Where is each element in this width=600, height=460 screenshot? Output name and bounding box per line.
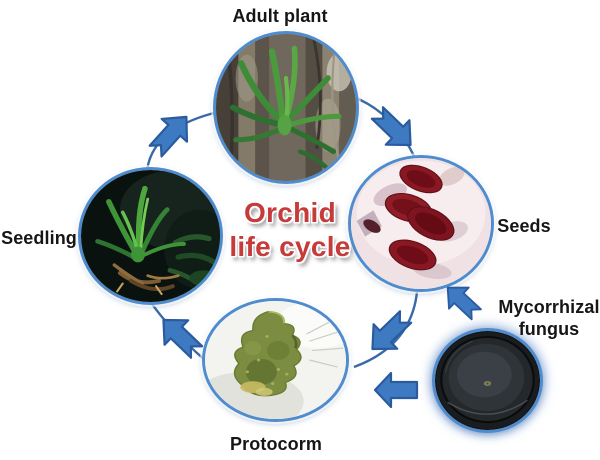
arrow-fungus-to-protocorm: [373, 371, 419, 409]
seeds-photo: [351, 158, 491, 289]
arrow-seedling-to-adult-plant: [148, 115, 189, 158]
figure-title-line-2: life cycle: [229, 231, 351, 262]
figure-title-line-1: Orchid: [243, 197, 337, 228]
seedling-photo: [81, 170, 220, 302]
connector-protocorm-seedling: [149, 300, 207, 362]
label-seedling: Seedling: [1, 228, 77, 248]
label-adult-plant: Adult plant: [232, 6, 328, 26]
label-mycorrhizal-fungus: Mycorrhizal fungus: [498, 297, 600, 339]
stage-mycorrhizal-fungus: [432, 328, 543, 433]
stage-protocorm: [202, 298, 349, 422]
stage-seedling: [78, 167, 223, 305]
adult-plant-photo: [216, 34, 356, 181]
arrow-seeds-to-protocorm: [371, 310, 413, 351]
mycorrhizal-fungus-photo: [435, 331, 540, 430]
protocorm-photo: [205, 301, 346, 419]
arrow-adult-plant-to-seeds: [370, 106, 412, 147]
arrow-protocorm-to-seedling: [162, 318, 204, 359]
connector-adult-seeds: [350, 94, 416, 157]
stage-adult-plant: [213, 31, 359, 184]
label-protocorm: Protocorm: [230, 434, 322, 454]
label-seeds: Seeds: [497, 216, 551, 236]
connector-seeds-protocorm: [353, 291, 419, 369]
connector-seedling-adult: [145, 110, 219, 172]
stage-seeds: [348, 155, 494, 292]
